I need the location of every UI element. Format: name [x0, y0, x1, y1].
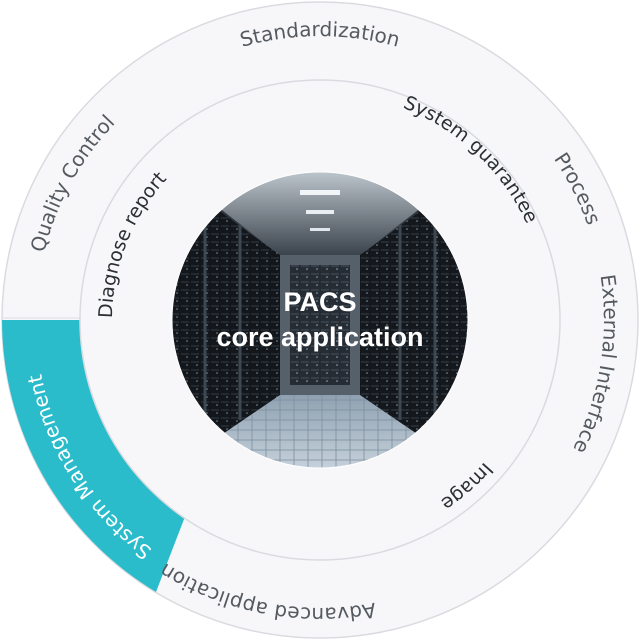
- center-image-border: [171, 171, 469, 469]
- center-subtitle: core application: [216, 322, 423, 352]
- center-title: PACS: [283, 287, 356, 317]
- system-management-segment[interactable]: [2, 320, 186, 592]
